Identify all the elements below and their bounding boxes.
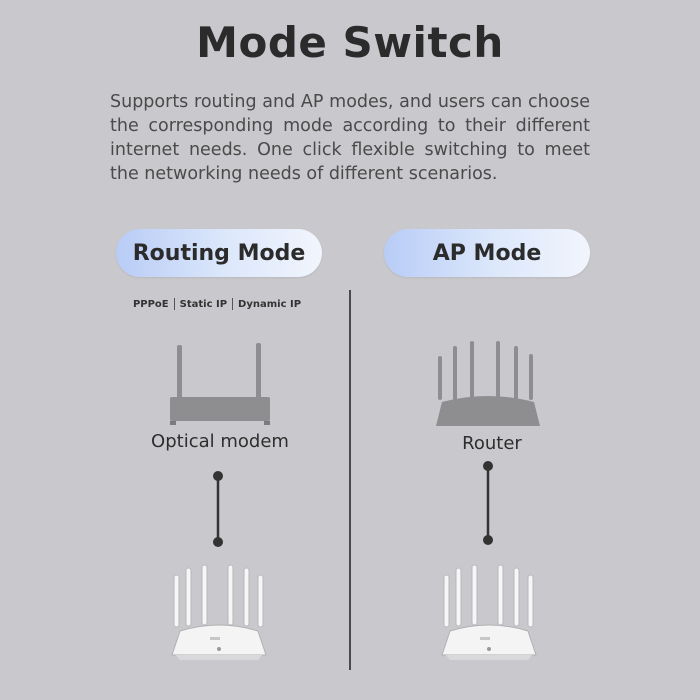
method-static-ip: Static IP: [179, 298, 228, 310]
routing-mode-label: Routing Mode: [132, 240, 306, 266]
method-dynamic-ip: Dynamic IP: [238, 298, 302, 310]
method-pppoe: PPPoE: [132, 298, 169, 310]
description-text: Supports routing and AP modes, and users…: [110, 92, 590, 184]
routing-mode-pill: Routing Mode: [116, 229, 322, 277]
ap-connection-line: [483, 461, 493, 545]
method-separator: [173, 298, 175, 310]
method-separator: [232, 298, 234, 310]
ap-mode-pill: AP Mode: [384, 229, 590, 277]
product-router-icon: [171, 564, 267, 660]
center-divider: [349, 290, 351, 670]
optical-modem-icon: [170, 343, 270, 425]
product-router-icon: [441, 564, 537, 660]
page-title: Mode Switch: [196, 18, 504, 67]
router-label: Router: [462, 433, 522, 454]
router-icon: [436, 341, 540, 426]
routing-connection-line: [213, 471, 223, 547]
ap-mode-label: AP Mode: [432, 240, 542, 266]
optical-modem-label: Optical modem: [151, 431, 289, 452]
connection-methods: PPPoE Static IP Dynamic IP: [110, 298, 324, 310]
